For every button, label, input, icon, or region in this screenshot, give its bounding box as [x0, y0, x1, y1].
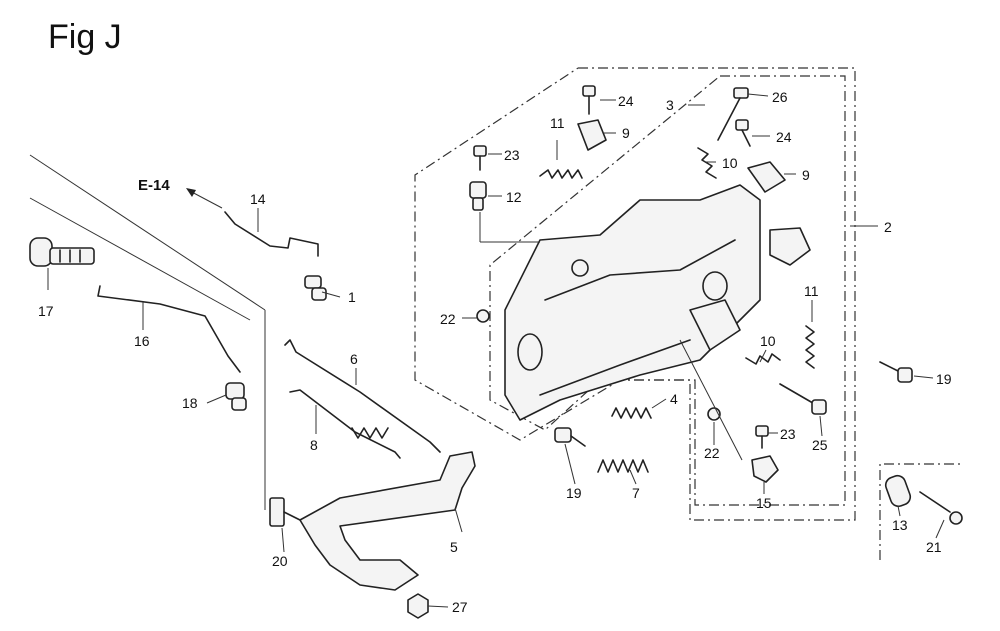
callout-22-right: 22 — [704, 445, 720, 461]
callout-19-lower: 19 — [566, 485, 582, 501]
callout-22-left: 22 — [440, 311, 456, 327]
part-24-screw-upper — [582, 85, 596, 115]
part-19-bolt-lower — [554, 427, 586, 447]
callout-9-upper: 9 — [622, 125, 630, 141]
part-17-knob — [29, 237, 95, 267]
callout-6: 6 — [350, 351, 358, 367]
part-15-cam — [751, 455, 779, 483]
section-line-upper — [29, 154, 266, 311]
callout-23-upper: 23 — [504, 147, 520, 163]
part-6-rod — [284, 339, 441, 453]
callout-9-right: 9 — [802, 167, 810, 183]
callout-23-lower: 23 — [780, 426, 796, 442]
callout-24-right: 24 — [776, 129, 792, 145]
part-9-clip-right — [747, 161, 786, 193]
part-24-screw-right — [735, 119, 751, 147]
leader-lines — [47, 93, 945, 608]
part-14-rod — [224, 211, 319, 257]
main-bracket-assembly — [504, 184, 811, 421]
callout-20: 20 — [272, 553, 288, 569]
part-18-fitting — [225, 382, 247, 411]
callout-21: 21 — [926, 539, 942, 555]
part-9-clip-upper — [577, 119, 607, 151]
part-25-bolt — [779, 383, 827, 415]
part-10-spring-lower — [745, 353, 781, 365]
part-12-stud — [469, 181, 487, 211]
callout-27: 27 — [452, 599, 468, 615]
reference-arrow — [186, 188, 223, 209]
part-23-screw-lower — [755, 425, 769, 449]
callout-1: 1 — [348, 289, 356, 305]
part-23-screw-upper — [473, 145, 487, 171]
assembly-frame-inner — [489, 75, 846, 506]
callout-2: 2 — [884, 219, 892, 235]
part-26-bolt — [717, 87, 749, 141]
callout-19-right: 19 — [936, 371, 952, 387]
callout-4: 4 — [670, 391, 678, 407]
callout-18: 18 — [182, 395, 198, 411]
figure-title: Fig J — [48, 18, 122, 56]
callout-8: 8 — [310, 437, 318, 453]
callout-10-upper: 10 — [722, 155, 738, 171]
part-8-rod-spring — [289, 389, 401, 459]
callout-12: 12 — [506, 189, 522, 205]
callout-13: 13 — [892, 517, 908, 533]
callout-11-right: 11 — [804, 283, 819, 299]
part-21-screw — [919, 491, 963, 525]
part-7-spring — [597, 459, 649, 473]
callout-11-upper: 11 — [550, 115, 565, 131]
part-22-nut-left — [476, 309, 490, 323]
callout-10-lower: 10 — [760, 333, 776, 349]
callout-25: 25 — [812, 437, 828, 453]
part-10-spring-upper — [697, 147, 717, 179]
part-11-spring-upper — [539, 169, 583, 179]
part-20-bracket — [269, 497, 301, 527]
callout-7: 7 — [632, 485, 640, 501]
assembly-frame-small — [879, 463, 960, 560]
callout-16: 16 — [134, 333, 150, 349]
callout-5: 5 — [450, 539, 458, 555]
part-5-lever — [299, 451, 476, 591]
part-1-clip — [304, 275, 327, 301]
callout-labels: 1 2 3 4 5 6 7 8 9 9 10 10 11 11 12 13 14… — [38, 89, 952, 615]
callout-24-upper: 24 — [618, 93, 634, 109]
callout-3: 3 — [666, 97, 674, 113]
part-11-spring-right — [805, 325, 815, 369]
part-19-bolt-right — [879, 361, 913, 383]
section-line-lower — [29, 197, 251, 321]
callout-14: 14 — [250, 191, 266, 207]
callout-17: 17 — [38, 303, 54, 319]
part-27-nut — [407, 593, 429, 619]
callout-15: 15 — [756, 495, 772, 511]
callout-26: 26 — [772, 89, 788, 105]
part-16-rod — [97, 285, 241, 373]
reference-label-e14: E-14 — [138, 177, 170, 194]
part-4-spring — [611, 407, 652, 419]
part-13-grip — [884, 474, 912, 508]
